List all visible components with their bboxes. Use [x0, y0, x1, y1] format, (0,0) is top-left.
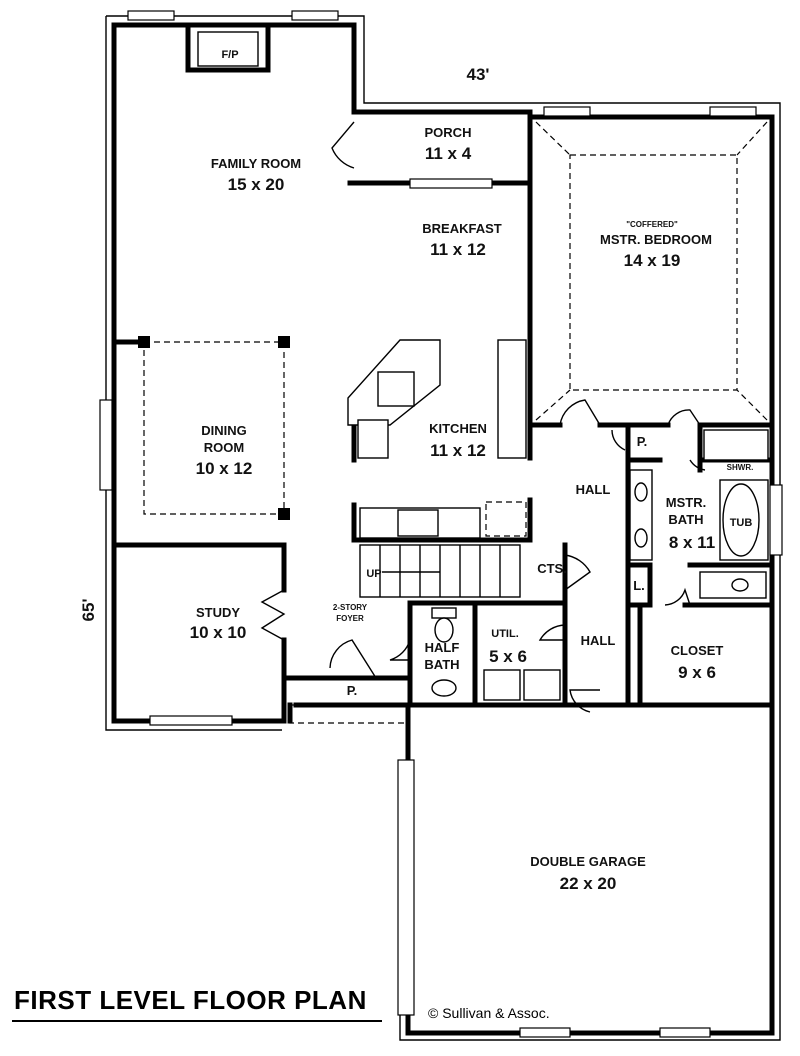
foyer-name-1: 2-STORY: [333, 603, 368, 612]
columns: [138, 336, 290, 520]
garage-name: DOUBLE GARAGE: [530, 854, 646, 869]
breakfast-name: BREAKFAST: [422, 221, 502, 236]
master-bedroom-name: MSTR. BEDROOM: [600, 232, 712, 247]
master-bath-name-1: MSTR.: [666, 495, 706, 510]
kitchen-size: 11 x 12: [430, 441, 486, 460]
doors: [260, 121, 706, 713]
closet-name: CLOSET: [671, 643, 724, 658]
utility-size: 5 x 6: [489, 647, 527, 666]
dining-room-size: 10 x 12: [196, 459, 253, 478]
windows: [99, 10, 783, 1038]
closet-size: 9 x 6: [678, 663, 716, 682]
linen-label: L.: [633, 578, 645, 593]
stair-up-label: UP: [366, 568, 381, 580]
plan-title: FIRST LEVEL FLOOR PLAN: [14, 985, 367, 1015]
depth-dimension: 65': [79, 599, 98, 622]
master-bedroom-size: 14 x 19: [624, 251, 681, 270]
copyright-notice: © Sullivan & Assoc.: [428, 1005, 550, 1021]
half-bath-name-2: BATH: [424, 657, 459, 672]
fireplace-label: F/P: [221, 49, 238, 61]
closets-label: CTS.: [537, 561, 567, 576]
width-dimension: 43': [467, 65, 490, 84]
shower-label: SHWR.: [727, 463, 754, 472]
breakfast-size: 11 x 12: [430, 240, 486, 259]
hall-lower-label: HALL: [581, 633, 616, 648]
porch-name: PORCH: [425, 125, 472, 140]
garage-size: 22 x 20: [560, 874, 617, 893]
foyer-name-2: FOYER: [336, 614, 364, 623]
hall-upper-label: HALL: [576, 482, 611, 497]
pantry-front-label: P.: [347, 683, 358, 698]
master-bath-name-2: BATH: [668, 512, 703, 527]
room-labels: 43' 65' F/P FAMILY ROOM 15 x 20 PORCH 11…: [79, 49, 753, 893]
utility-name: UTIL.: [491, 628, 519, 640]
tub-label: TUB: [730, 517, 753, 529]
study-size: 10 x 10: [190, 623, 247, 642]
master-bath-size: 8 x 11: [669, 533, 715, 552]
study-name: STUDY: [196, 605, 240, 620]
dashed-lines: [143, 121, 768, 724]
kitchen-name: KITCHEN: [429, 421, 487, 436]
dining-room-name-1: DINING: [201, 423, 247, 438]
family-room-size: 15 x 20: [228, 175, 285, 194]
porch-size: 11 x 4: [425, 144, 472, 163]
pantry-bath-label: P.: [637, 434, 648, 449]
title-underline: [12, 1020, 382, 1022]
half-bath-name-1: HALF: [425, 640, 460, 655]
stair-treads: [379, 545, 501, 597]
fixtures: [197, 31, 769, 701]
dining-room-name-2: ROOM: [204, 440, 244, 455]
master-bedroom-note: "COFFERED": [626, 220, 678, 229]
family-room-name: FAMILY ROOM: [211, 156, 301, 171]
